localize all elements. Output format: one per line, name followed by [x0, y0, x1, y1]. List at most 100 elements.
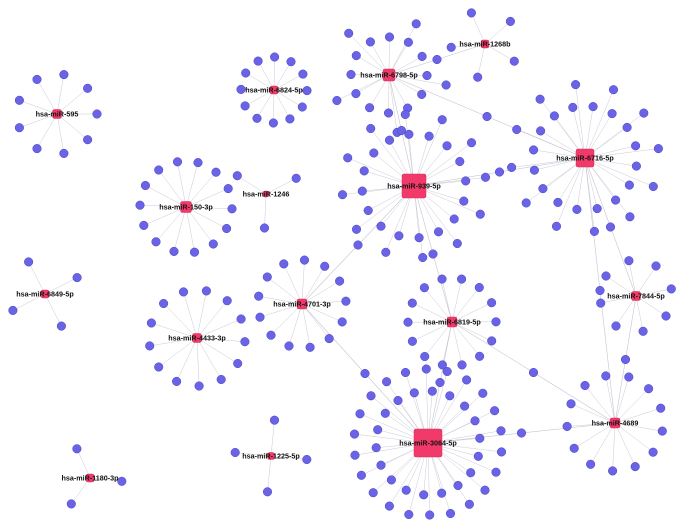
- target-gene-node: [475, 209, 485, 219]
- target-edge: [451, 321, 480, 357]
- target-gene-node: [407, 298, 417, 308]
- target-gene-node: [512, 124, 522, 135]
- target-edge: [614, 422, 636, 467]
- target-gene-node: [487, 298, 497, 308]
- target-gene-node: [270, 52, 280, 62]
- target-gene-node: [259, 223, 270, 233]
- target-edge: [451, 43, 486, 48]
- target-gene-node: [343, 153, 353, 163]
- target-gene-node: [419, 490, 429, 500]
- target-gene-node: [291, 173, 301, 183]
- mirna-node: [52, 109, 62, 119]
- target-gene-node: [442, 366, 452, 377]
- target-edge: [511, 157, 586, 168]
- target-gene-node: [611, 195, 621, 205]
- target-gene-node: [452, 238, 462, 249]
- mirna-node: [40, 289, 50, 299]
- target-gene-node: [411, 19, 421, 29]
- target-gene-node: [404, 509, 414, 520]
- target-gene-node: [376, 221, 386, 231]
- target-edge: [471, 12, 486, 45]
- target-edge: [388, 36, 390, 76]
- target-gene-node: [589, 226, 599, 236]
- target-gene-node: [268, 118, 278, 128]
- shared-target-node: [595, 285, 605, 296]
- target-gene-node: [433, 227, 444, 237]
- target-edge: [575, 84, 586, 159]
- target-edge: [273, 89, 303, 108]
- shared-target-node: [435, 377, 445, 388]
- target-gene-node: [32, 74, 42, 84]
- target-gene-node: [453, 480, 463, 491]
- target-edge: [584, 385, 616, 424]
- target-gene-node: [400, 109, 410, 120]
- target-gene-node: [262, 272, 272, 282]
- target-gene-node: [369, 148, 379, 158]
- target-gene-node: [644, 384, 654, 394]
- target-edge: [584, 157, 654, 187]
- mirna-label: hsa-miR-1225-5p: [242, 452, 300, 461]
- target-gene-node: [480, 172, 491, 182]
- mirna-label: hsa-miR-7844-5p: [607, 292, 665, 301]
- target-edge: [539, 99, 586, 159]
- target-gene-node: [305, 342, 315, 352]
- target-edge: [28, 261, 46, 295]
- target-gene-node: [631, 161, 641, 171]
- target-edge: [574, 422, 616, 449]
- target-edge: [256, 89, 275, 119]
- target-edge: [556, 157, 586, 227]
- target-edge: [273, 89, 275, 124]
- target-gene-node: [178, 287, 189, 297]
- target-edge: [451, 321, 492, 342]
- target-edge: [301, 280, 340, 305]
- target-gene-node: [549, 111, 559, 121]
- target-gene-node: [592, 204, 602, 214]
- target-gene-node: [538, 184, 548, 194]
- target-gene-node: [638, 326, 648, 336]
- target-edge: [584, 148, 659, 159]
- target-gene-node: [437, 360, 447, 370]
- target-gene-node: [651, 261, 661, 271]
- target-gene-node: [437, 115, 447, 125]
- target-edge: [36, 79, 58, 115]
- target-edge: [257, 60, 275, 91]
- mirna-node: [480, 39, 490, 49]
- target-gene-node: [194, 381, 204, 391]
- target-gene-node: [241, 68, 251, 78]
- target-gene-node: [394, 231, 404, 241]
- target-gene-node: [365, 37, 375, 47]
- target-gene-node: [299, 255, 310, 265]
- target-edge: [484, 21, 511, 45]
- target-gene-node: [569, 443, 579, 453]
- target-gene-node: [66, 499, 76, 509]
- target-gene-node: [507, 162, 517, 172]
- target-gene-node: [193, 158, 203, 168]
- target-edge: [158, 337, 198, 368]
- shared-target-node: [528, 367, 539, 378]
- target-gene-node: [72, 444, 82, 454]
- target-gene-node: [400, 367, 411, 378]
- target-gene-node: [286, 57, 296, 67]
- mirna-node: [262, 190, 270, 198]
- target-gene-node: [536, 126, 546, 136]
- target-gene-node: [437, 274, 447, 284]
- target-gene-node: [648, 181, 658, 192]
- mirna-node: [269, 85, 279, 95]
- target-gene-node: [269, 415, 280, 425]
- target-edge: [265, 178, 297, 195]
- target-edge: [158, 169, 187, 208]
- target-gene-node: [529, 145, 539, 155]
- target-gene-node: [409, 388, 419, 398]
- target-edge: [177, 161, 187, 208]
- target-gene-node: [279, 259, 289, 269]
- target-gene-node: [208, 239, 218, 249]
- target-edge: [424, 287, 453, 323]
- target-edge: [273, 89, 291, 120]
- target-gene-node: [607, 109, 617, 119]
- target-gene-node: [332, 95, 342, 106]
- target-gene-node: [151, 237, 161, 247]
- target-edge: [412, 321, 453, 342]
- target-gene-node: [437, 488, 447, 498]
- target-gene-node: [521, 198, 531, 208]
- target-gene-node: [222, 296, 232, 306]
